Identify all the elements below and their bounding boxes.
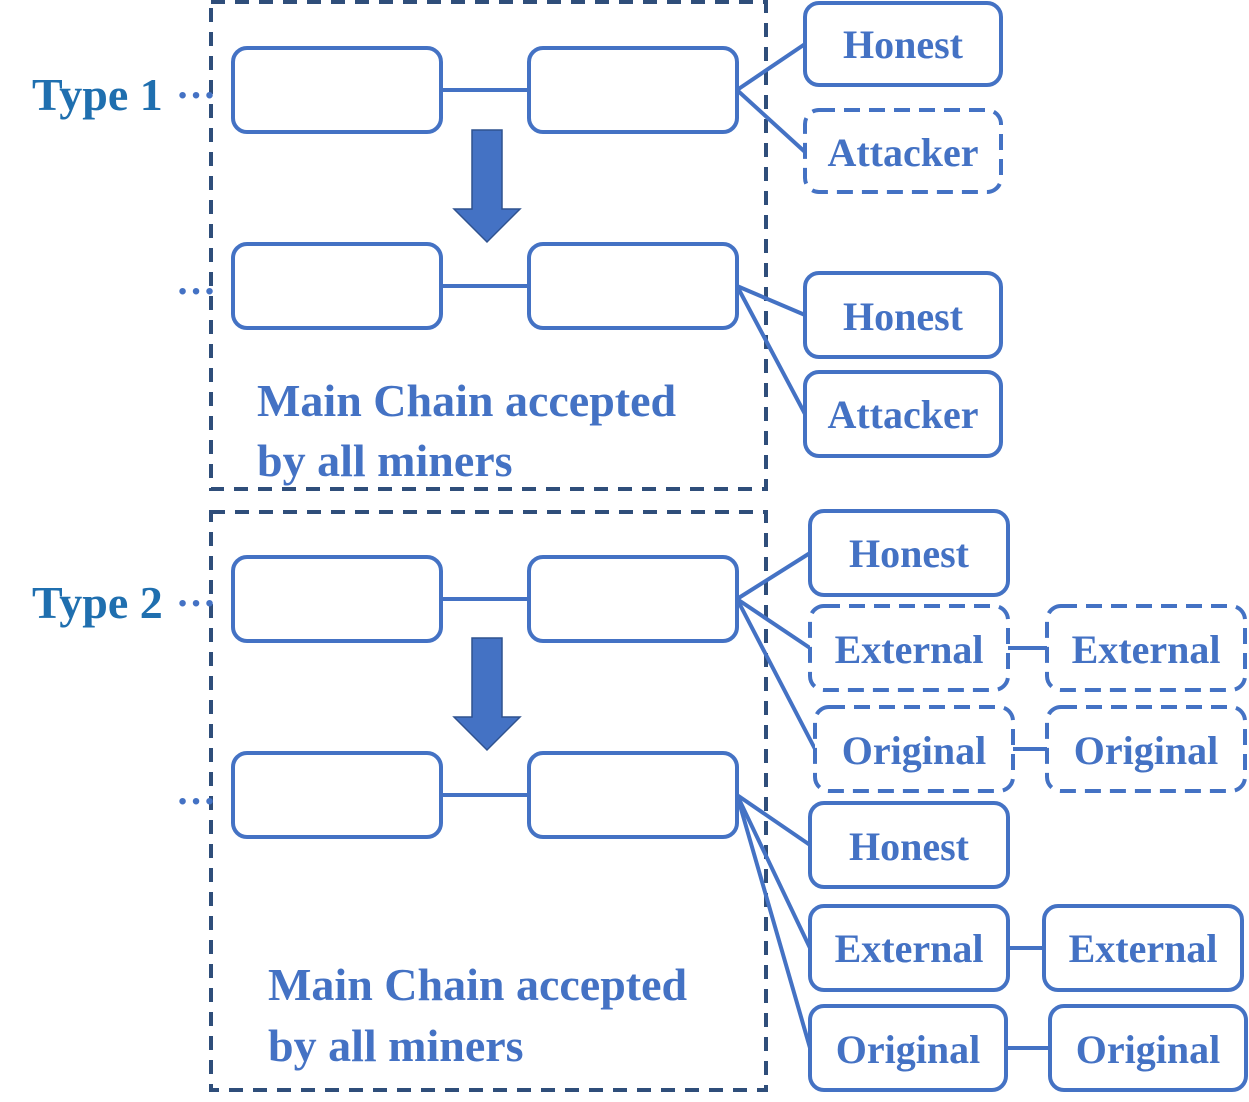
type2-fork-b-original-next-block [1048, 1004, 1248, 1092]
type2-main-chain-frame [209, 510, 768, 1092]
type2-fork-a-external-next-label: External [1072, 627, 1221, 672]
type1-ellipsis-top: … [176, 62, 216, 107]
type1-fork-a-attacker-label: Attacker [827, 130, 978, 175]
type1-fork-b-branch-attacker [735, 285, 807, 415]
type2-fork-a-external-label: External [835, 627, 984, 672]
type2-fork-b-external-next-block [1042, 904, 1244, 992]
type1-top-block-2 [527, 46, 739, 134]
type2-ellipsis-bottom: … [176, 768, 216, 813]
type1-fork-a-honest-block [803, 1, 1003, 87]
type1-fork-b-attacker-block [803, 370, 1003, 458]
type2-fork-a-branch-honest [735, 551, 812, 601]
type2-fork-b-honest-label: Honest [849, 824, 970, 869]
type1-caption-line1: Main Chain accepted [257, 375, 677, 426]
type2-fork-b-external-next-label: External [1069, 926, 1218, 971]
type1-section: Type 1 … … Main Chain accepted by all mi… [32, 0, 1003, 491]
type2-bottom-block-1 [231, 751, 443, 839]
type2-fork-b-branch-external [735, 794, 812, 949]
type2-fork-a-branch-external [735, 597, 812, 650]
type2-fork-a-external-block [808, 604, 1010, 692]
type1-main-chain-frame [209, 0, 768, 491]
type1-title: Type 1 [32, 69, 163, 120]
type1-fork-a-branch-honest [735, 42, 807, 92]
type2-bottom-block-2 [527, 751, 739, 839]
type1-top-block-1 [231, 46, 443, 134]
type1-fork-b-attacker-label: Attacker [827, 392, 978, 437]
type2-ellipsis-top: … [176, 570, 216, 615]
type2-fork-a-honest-block [808, 509, 1010, 597]
type2-top-block-1 [231, 555, 443, 643]
type2-fork-a-original-block [813, 705, 1015, 793]
type1-fork-a-honest-label: Honest [843, 22, 964, 67]
type2-fork-b-branch-original [735, 794, 812, 1049]
type1-bottom-block-1 [231, 242, 443, 330]
type2-fork-b-external-block [808, 904, 1010, 992]
type1-fork-a-branch-attacker [735, 88, 807, 154]
type2-section: Type 2 … … Main Chain accepted by all mi… [32, 509, 1248, 1092]
type2-title: Type 2 [32, 577, 163, 628]
type1-ellipsis-bottom: … [176, 258, 216, 303]
type2-caption-line2: by all miners [268, 1020, 524, 1071]
type1-caption-line2: by all miners [257, 435, 513, 486]
type2-fork-b-external-label: External [835, 926, 984, 971]
type2-fork-a-original-label: Original [842, 728, 986, 773]
type2-top-block-2 [527, 555, 739, 643]
type2-fork-b-original-next-label: Original [1076, 1027, 1220, 1072]
type2-caption-line1: Main Chain accepted [268, 959, 688, 1010]
type1-down-arrow [452, 129, 522, 244]
type2-fork-b-original-label: Original [836, 1027, 980, 1072]
type2-fork-b-branch-honest [735, 793, 812, 847]
type2-fork-a-original-next-label: Original [1074, 728, 1218, 773]
type1-fork-b-honest-label: Honest [843, 294, 964, 339]
type1-fork-a-attacker-block [803, 108, 1003, 194]
type2-fork-b-original-block [808, 1004, 1008, 1092]
type2-fork-a-branch-original [735, 598, 817, 750]
type1-fork-b-branch-honest [736, 284, 806, 317]
type2-fork-a-original-next-block [1045, 705, 1247, 793]
type1-fork-b-honest-block [803, 271, 1003, 359]
type2-down-arrow [452, 637, 522, 752]
type1-bottom-block-2 [527, 242, 739, 330]
type2-fork-b-honest-block [808, 801, 1010, 889]
type2-fork-a-honest-label: Honest [849, 531, 970, 576]
type2-fork-a-external-next-block [1045, 604, 1247, 692]
